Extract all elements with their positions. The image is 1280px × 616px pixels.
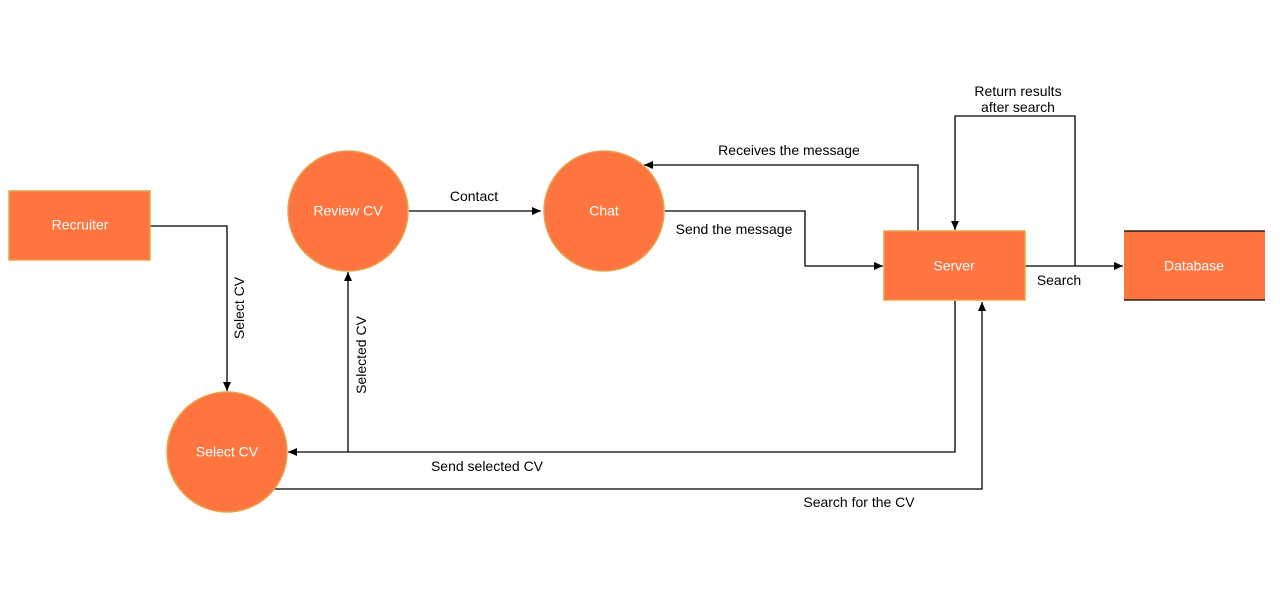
edge-return-results-loop: [951, 115, 1076, 266]
edge-label-send-selected-cv: Send selected CV: [431, 458, 544, 474]
node-database-label: Database: [1164, 258, 1224, 274]
node-chat[interactable]: Chat: [543, 150, 665, 272]
edge-label-selected-cv: Selected CV: [353, 315, 369, 393]
edge-server-to-chat: [644, 161, 919, 231]
node-server-label: Server: [933, 258, 975, 274]
node-database[interactable]: Database: [1124, 230, 1265, 301]
edge-label-select-cv: Select CV: [231, 276, 247, 339]
edge-chat-to-server: [665, 210, 883, 270]
edge-label-search: Search: [1037, 272, 1081, 288]
edge-recruiter-to-select-cv: [150, 225, 231, 391]
node-select-cv[interactable]: Select CV: [166, 391, 288, 513]
edge-server-to-select-cv: [288, 301, 956, 456]
node-recruiter[interactable]: Recruiter: [8, 190, 151, 261]
edge-label-receives-message: Receives the message: [718, 142, 860, 158]
node-chat-label: Chat: [589, 203, 619, 219]
node-select-cv-label: Select CV: [196, 444, 259, 460]
node-recruiter-label: Recruiter: [52, 217, 109, 233]
edge-label-return-results: Return results: [974, 83, 1061, 99]
edge-select-cv-to-server: [274, 302, 986, 490]
node-server[interactable]: Server: [883, 230, 1026, 301]
node-review-cv-label: Review CV: [313, 203, 383, 219]
edge-label-after-search: after search: [981, 99, 1055, 115]
edge-label-contact: Contact: [450, 188, 498, 204]
edge-label-search-for-cv: Search for the CV: [803, 494, 915, 510]
edge-label-send-message: Send the message: [676, 221, 793, 237]
node-review-cv[interactable]: Review CV: [287, 150, 409, 272]
